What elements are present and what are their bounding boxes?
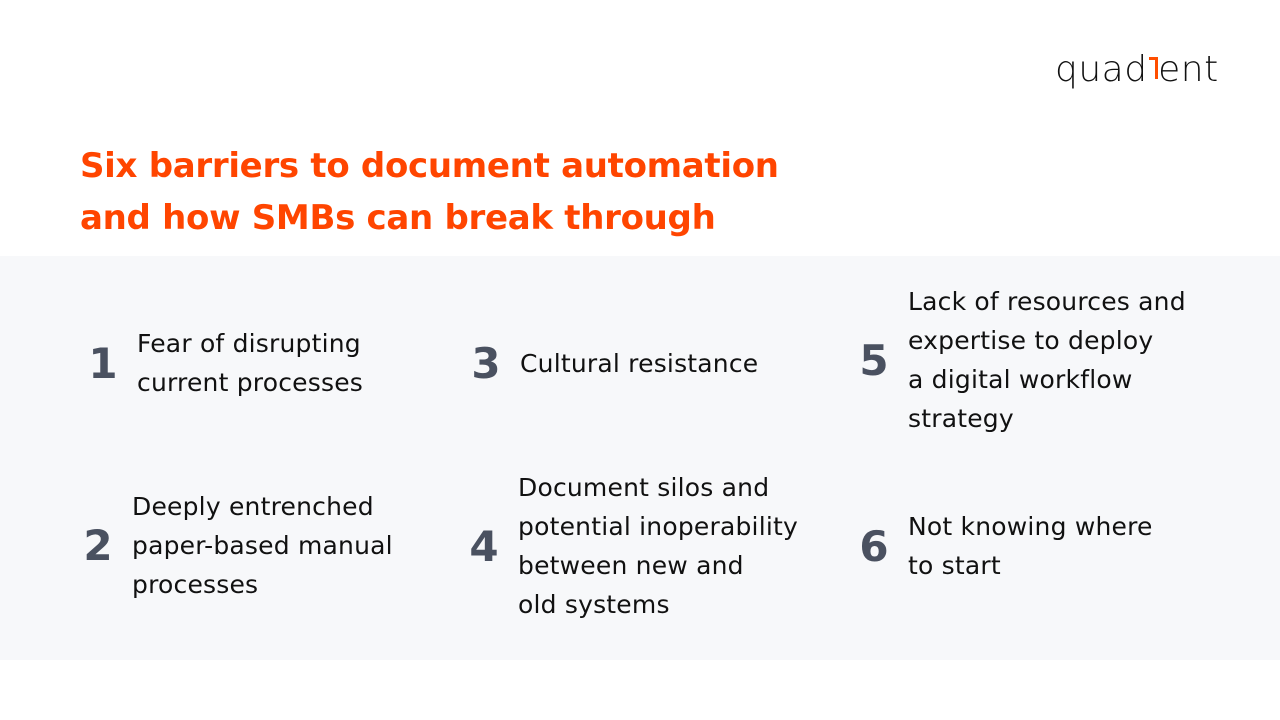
barrier-text: Document silos and potential inoperabili… [518, 473, 798, 619]
barrier-text: Deeply entrenched paper-based manual pro… [132, 491, 393, 599]
barrier-number: 6 [859, 521, 889, 571]
barrier-item-2: 2 Deeply entrenched paper-based manual p… [70, 486, 393, 604]
barrier-text: Fear of disrupting current processes [137, 329, 364, 397]
barrier-item-6: 6 Not knowing where to start [846, 506, 1153, 586]
barrier-number: 2 [83, 520, 113, 570]
barrier-item-5: 5 Lack of resources and expertise to dep… [846, 282, 1186, 438]
barrier-number: 4 [469, 521, 499, 571]
barrier-item-1: 1 Fear of disrupting current processes [75, 320, 363, 406]
barrier-number: 1 [88, 338, 118, 388]
page-title: Six barriers to document automation and … [80, 140, 840, 244]
barrier-text: Lack of resources and expertise to deplo… [908, 287, 1186, 433]
title-line-1: Six barriers to document automation [80, 146, 779, 186]
barrier-text: Cultural resistance [520, 348, 759, 378]
logo-text-after: ent [1158, 49, 1219, 90]
logo-accent-icon [1148, 57, 1158, 79]
barrier-number: 5 [859, 335, 889, 385]
barriers-panel: 1 Fear of disrupting current processes 2… [0, 256, 1280, 660]
barrier-text: Not knowing where to start [908, 512, 1153, 580]
barrier-item-3: 3 Cultural resistance [458, 338, 759, 388]
barrier-item-4: 4 Document silos and potential inoperabi… [456, 468, 798, 624]
logo-i-mark: i [1148, 48, 1159, 92]
logo-text-before: quad [1055, 49, 1148, 90]
title-line-2: and how SMBs can break through [80, 198, 716, 238]
quadient-logo: quadient [1055, 48, 1219, 92]
barrier-number: 3 [471, 338, 501, 388]
